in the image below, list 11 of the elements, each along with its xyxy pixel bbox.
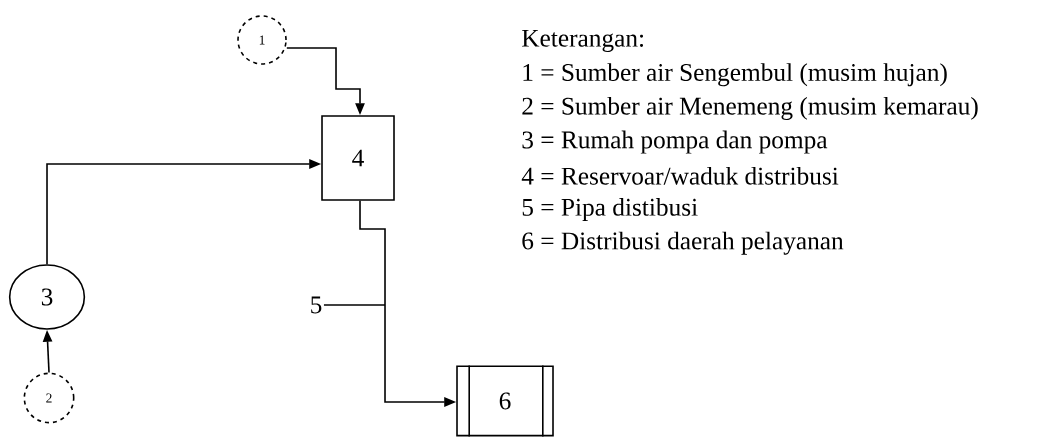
pipe-number: 5: [311, 296, 322, 314]
legend-text: 5 = Pipa distibusi: [522, 198, 698, 221]
legend-text: 3 = Rumah pompa dan pompa: [522, 130, 828, 154]
leader-line: [323, 304, 386, 306]
legend-text: 4 = Reservoar/waduk distribusi: [521, 166, 839, 185]
legend-text: 1 = Sumber air Sengembul (musim hujan): [523, 63, 947, 87]
legend-text: 2 = Sumber air Menemeng (musim kemarau): [522, 96, 978, 120]
service-area-box: 6: [456, 364, 554, 438]
reservoir-box: 4: [321, 115, 395, 201]
legend-text: Keterangan:: [522, 29, 643, 52]
legend-text: 6 = Distribusi daerah pelayanan: [522, 231, 844, 255]
